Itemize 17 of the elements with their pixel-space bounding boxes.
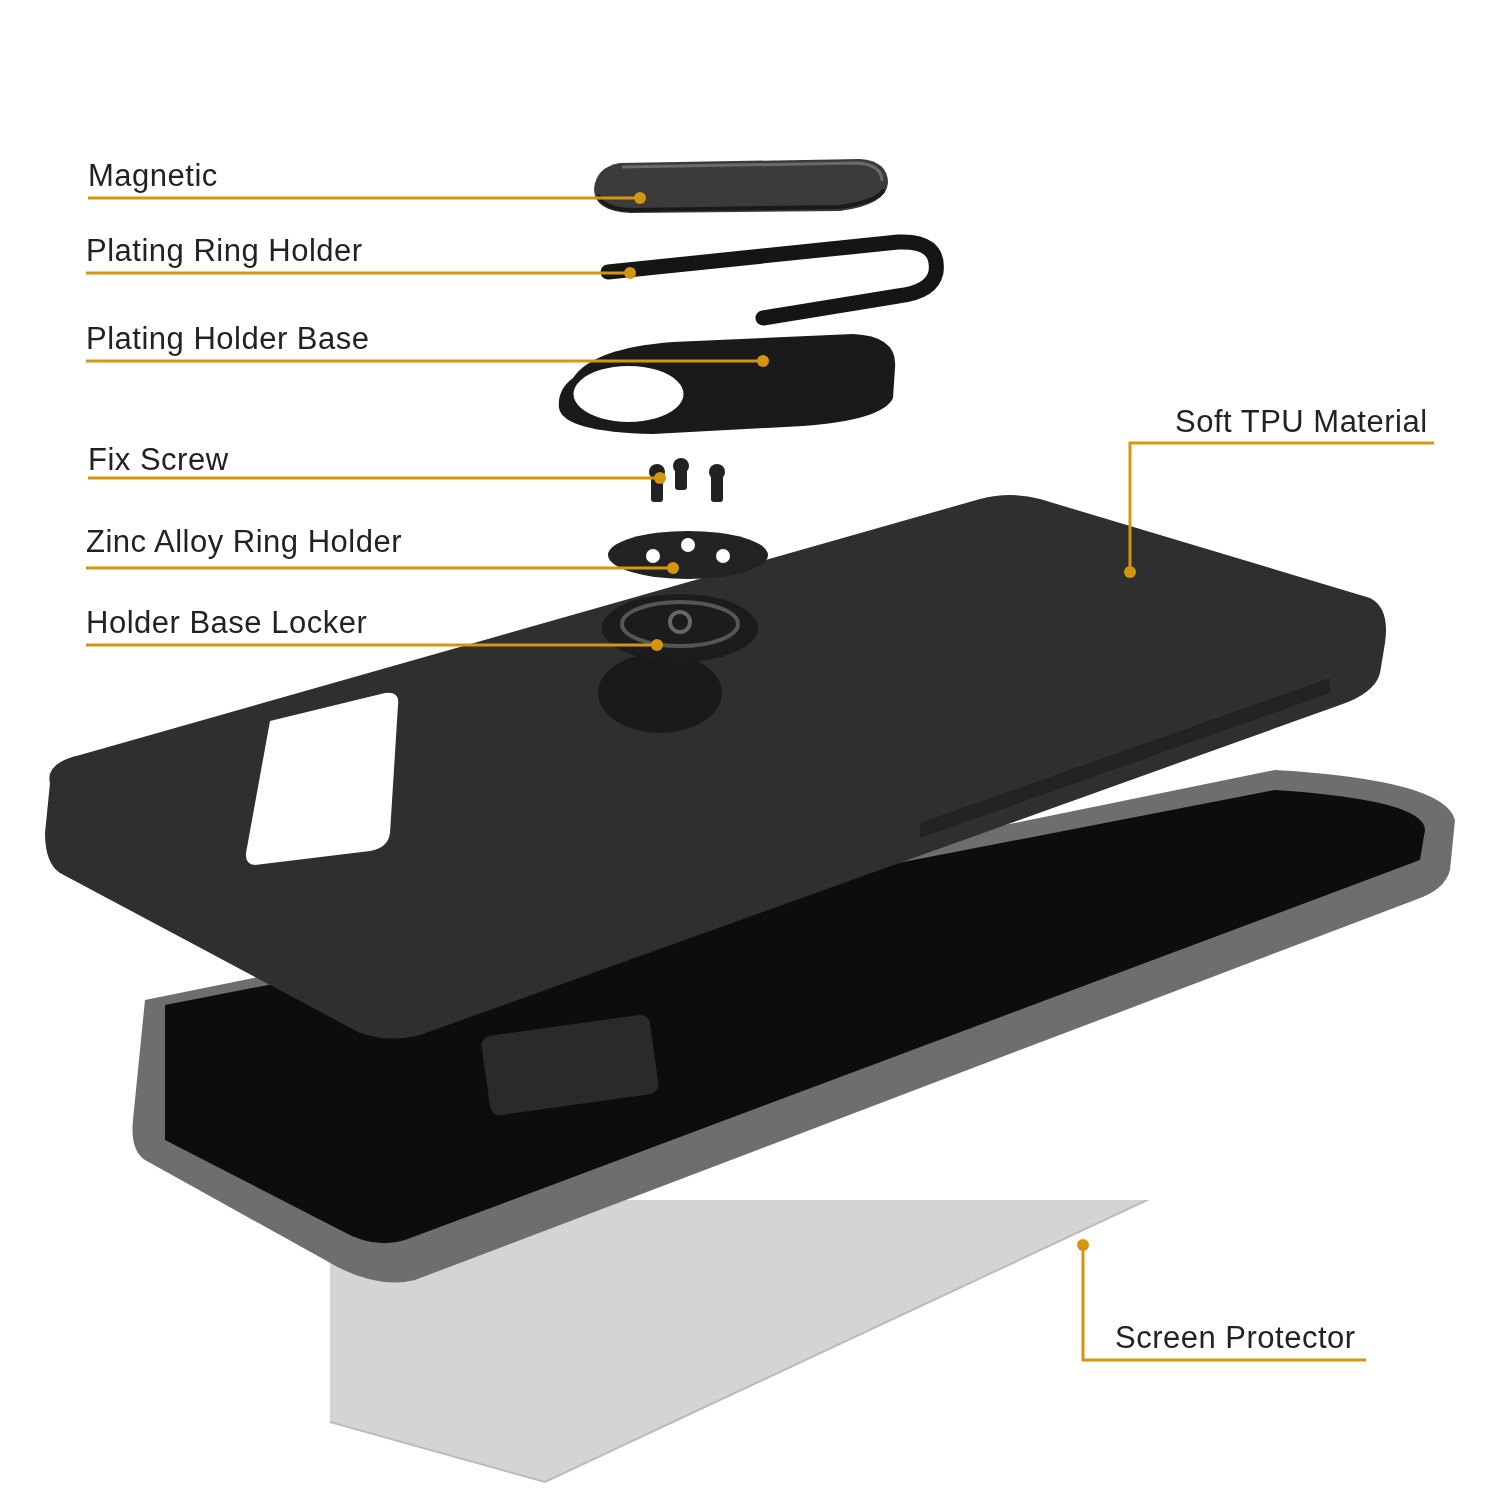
part-label: Plating Holder Base (86, 321, 370, 357)
part-label: Screen Protector (1115, 1320, 1356, 1356)
leader-line (1124, 441, 1434, 578)
leader-line (1077, 1239, 1366, 1362)
part-label: Soft TPU Material (1175, 404, 1428, 440)
leader-line (86, 639, 663, 651)
part-label: Zinc Alloy Ring Holder (86, 524, 402, 560)
leader-line (88, 192, 646, 204)
leader-line (88, 472, 666, 484)
leader-line (86, 355, 769, 367)
leader-line (86, 562, 679, 574)
part-label: Holder Base Locker (86, 605, 368, 641)
leader-line (86, 267, 636, 279)
part-label: Plating Ring Holder (86, 233, 363, 269)
zinc-ring-plate-drawing (605, 528, 771, 582)
part-label: Magnetic (88, 158, 218, 194)
part-label: Fix Screw (88, 442, 229, 478)
